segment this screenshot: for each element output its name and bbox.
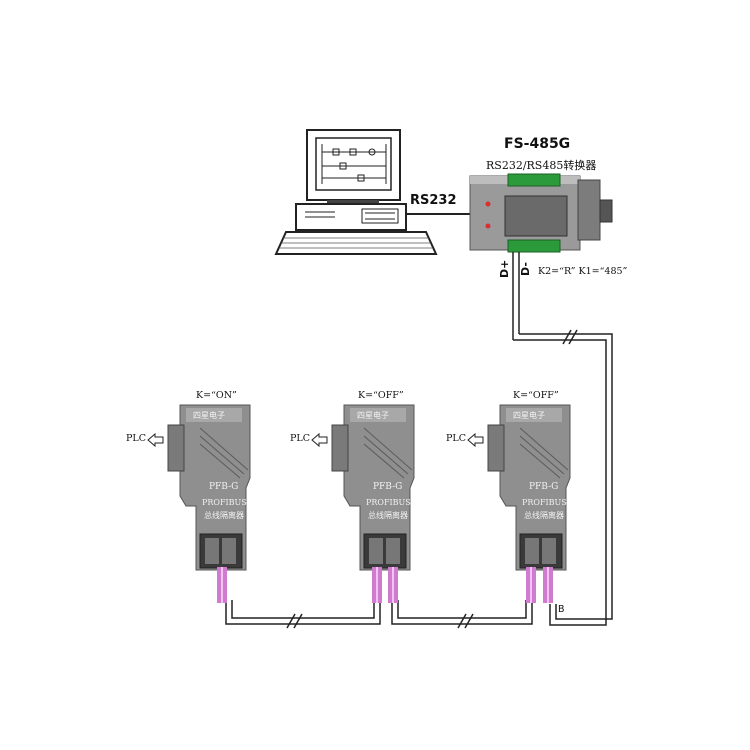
k-setting-label: K=“OFF” — [513, 390, 559, 401]
bus-segment-1 — [225, 600, 381, 625]
plc-label: PLC — [290, 433, 310, 444]
left-arrow-icon — [311, 432, 328, 448]
profibus-connector — [331, 404, 415, 603]
computer-icon — [274, 129, 438, 255]
left-arrow-icon — [147, 432, 164, 448]
d-plus-label: D+ — [498, 259, 511, 278]
left-arrow-icon — [467, 432, 484, 448]
wire-b-label: B — [558, 604, 565, 615]
desc-label: 总线隔离器 — [368, 511, 408, 520]
break-mark — [286, 613, 303, 629]
bus-segment-2 — [391, 600, 533, 625]
break-mark — [562, 329, 578, 345]
plc-label: PLC — [126, 433, 146, 444]
bus-label: PROFIBUS — [366, 498, 411, 507]
plc-label: PLC — [446, 433, 466, 444]
break-mark — [457, 613, 474, 629]
profibus-connector — [167, 404, 251, 603]
k-setting-label: K=“ON” — [196, 390, 237, 401]
switch-setting-label: K2=“R” K1=“485” — [538, 266, 628, 277]
model-label: PFB-G — [529, 482, 559, 492]
converter-title: FS-485G — [504, 136, 571, 152]
bus-label: PROFIBUS — [202, 498, 247, 507]
bus-trunk — [513, 333, 613, 626]
bus-label: PROFIBUS — [522, 498, 567, 507]
brand-label: 四星电子 — [513, 411, 545, 420]
model-label: PFB-G — [209, 482, 239, 492]
desc-label: 总线隔离器 — [204, 511, 244, 520]
k-setting-label: K=“OFF” — [358, 390, 404, 401]
converter-device — [469, 173, 613, 253]
profibus-connector — [487, 404, 571, 603]
model-label: PFB-G — [373, 482, 403, 492]
converter-subtitle: RS232/RS485转换器 — [486, 159, 597, 172]
brand-label: 四星电子 — [357, 411, 389, 420]
d-minus-label: D- — [519, 262, 532, 276]
brand-label: 四星电子 — [193, 411, 225, 420]
rs232-label: RS232 — [410, 193, 457, 208]
desc-label: 总线隔离器 — [524, 511, 564, 520]
